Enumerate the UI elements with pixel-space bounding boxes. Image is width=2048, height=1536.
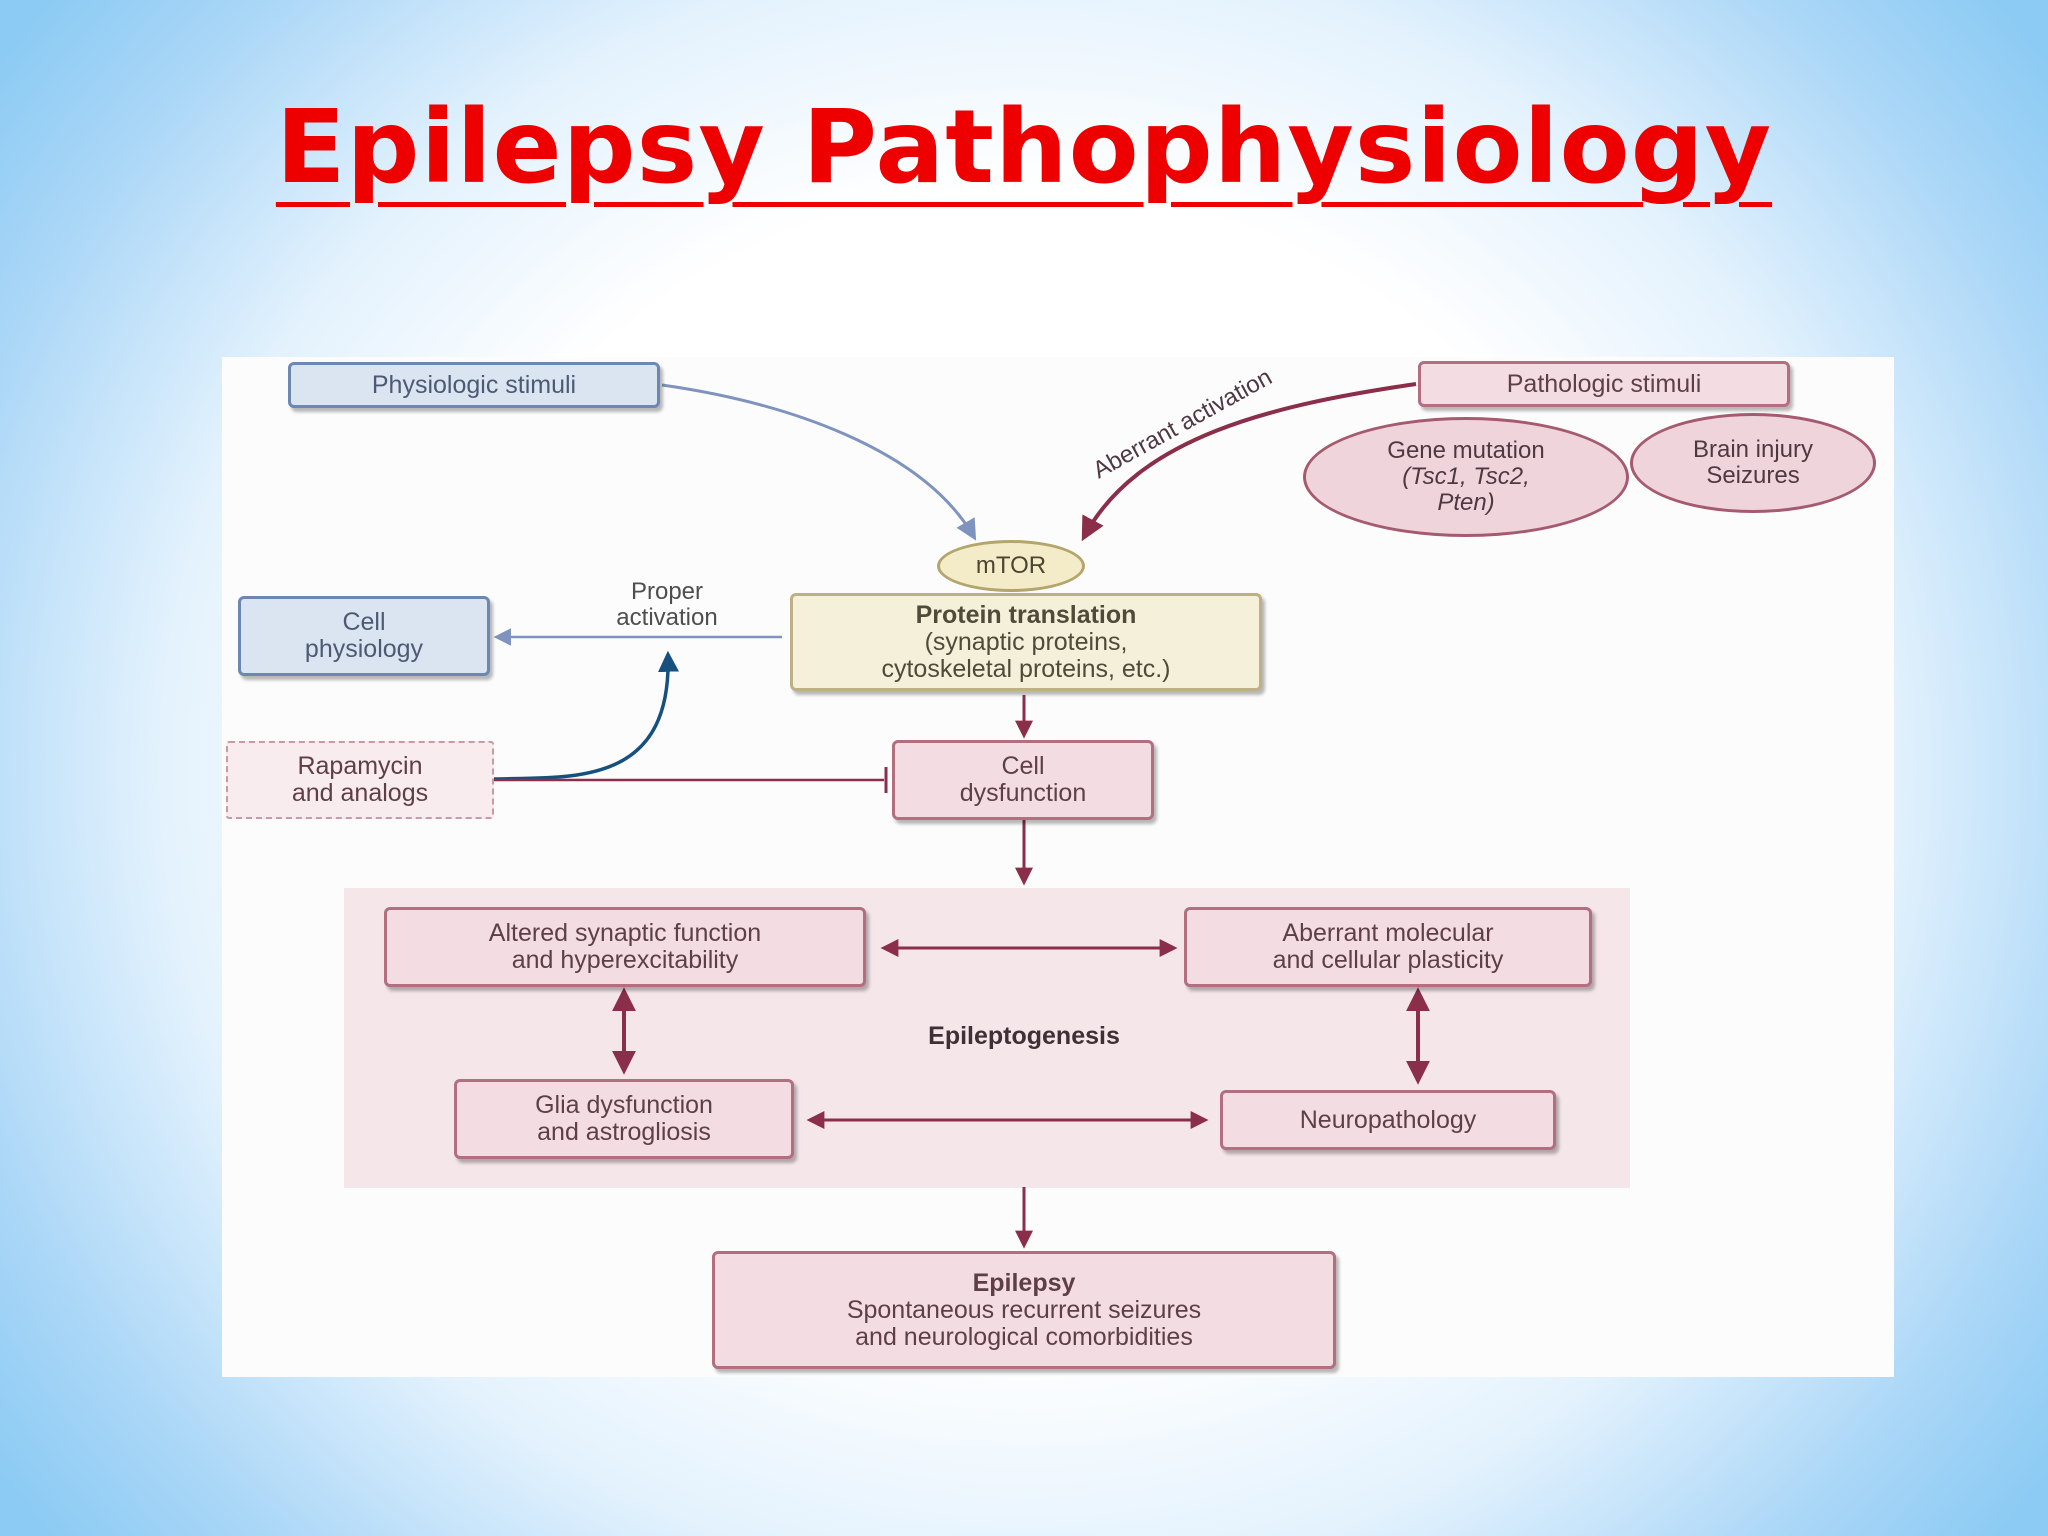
cell-dysfunction-line2: dysfunction — [959, 779, 1087, 807]
protein-translation-box: Protein translation (synaptic proteins, … — [790, 593, 1262, 691]
brain-injury-oval: Brain injury Seizures — [1630, 413, 1876, 513]
altered-synaptic-line1: Altered synaptic function — [488, 919, 762, 947]
gene-mutation-oval: Gene mutation (Tsc1, Tsc2, Pten) — [1303, 417, 1629, 537]
cell-physiology-line1: Cell — [342, 608, 386, 636]
aberrant-molecular-line1: Aberrant molecular — [1282, 919, 1494, 947]
glia-dysfunction-box: Glia dysfunction and astrogliosis — [454, 1079, 794, 1159]
rapamycin-line2: and analogs — [291, 779, 429, 807]
epilepsy-line2: and neurological comorbidities — [855, 1322, 1193, 1351]
proper-activation-label: Proper activation — [552, 579, 782, 631]
epilepsy-title: Epilepsy — [972, 1268, 1076, 1297]
gene-mutation-line1: Gene mutation — [1387, 437, 1545, 464]
pathophysiology-diagram: Physiologic stimuli Pathologic stimuli A… — [222, 357, 1894, 1377]
brain-injury-line2: Seizures — [1706, 462, 1800, 489]
neuropathology-label: Neuropathology — [1299, 1105, 1477, 1134]
cell-physiology-line2: physiology — [304, 635, 424, 663]
rapamycin-box: Rapamycin and analogs — [226, 741, 494, 819]
mtor-label: mTOR — [975, 552, 1047, 579]
aberrant-molecular-line2: and cellular plasticity — [1272, 946, 1504, 974]
mtor-oval: mTOR — [937, 540, 1085, 592]
proper-activation-line2: activation — [616, 604, 718, 631]
physiologic-stimuli-label: Physiologic stimuli — [371, 370, 577, 399]
slide-title: Epilepsy Pathophysiology — [275, 88, 1773, 207]
proper-activation-line1: Proper — [630, 578, 704, 605]
glia-dysfunction-line1: Glia dysfunction — [535, 1091, 713, 1119]
epilepsy-line1: Spontaneous recurrent seizures — [846, 1295, 1202, 1324]
protein-translation-line1: (synaptic proteins, — [924, 627, 1128, 656]
brain-injury-line1: Brain injury — [1692, 436, 1814, 463]
physiologic-stimuli-box: Physiologic stimuli — [288, 362, 660, 408]
pathologic-stimuli-box: Pathologic stimuli — [1418, 361, 1790, 407]
epilepsy-box: Epilepsy Spontaneous recurrent seizures … — [712, 1251, 1336, 1369]
pathologic-arrow — [1081, 382, 1417, 542]
gene-mutation-line3: Pten) — [1437, 489, 1495, 516]
altered-synaptic-box: Altered synaptic function and hyperexcit… — [384, 907, 866, 987]
pathologic-stimuli-label: Pathologic stimuli — [1506, 369, 1702, 398]
cell-physiology-box: Cell physiology — [238, 596, 490, 676]
cell-dysfunction-line1: Cell — [1001, 752, 1045, 780]
rapamycin-line1: Rapamycin — [297, 752, 423, 780]
rapamycin-curve-arrow — [493, 650, 679, 781]
neuropathology-box: Neuropathology — [1220, 1090, 1556, 1150]
diagram-connectors — [493, 382, 1430, 1249]
gene-mutation-line2: (Tsc1, Tsc2, — [1402, 463, 1530, 490]
aberrant-molecular-box: Aberrant molecular and cellular plastici… — [1184, 907, 1592, 987]
epileptogenesis-label: Epileptogenesis — [928, 1022, 1120, 1050]
glia-dysfunction-line2: and astrogliosis — [537, 1118, 711, 1146]
protein-translation-line2: cytoskeletal proteins, etc.) — [881, 654, 1171, 683]
altered-synaptic-line2: and hyperexcitability — [511, 946, 739, 974]
cell-dysfunction-box: Cell dysfunction — [892, 740, 1154, 820]
protein-translation-title: Protein translation — [915, 600, 1137, 629]
physiologic-arrow — [661, 383, 977, 541]
